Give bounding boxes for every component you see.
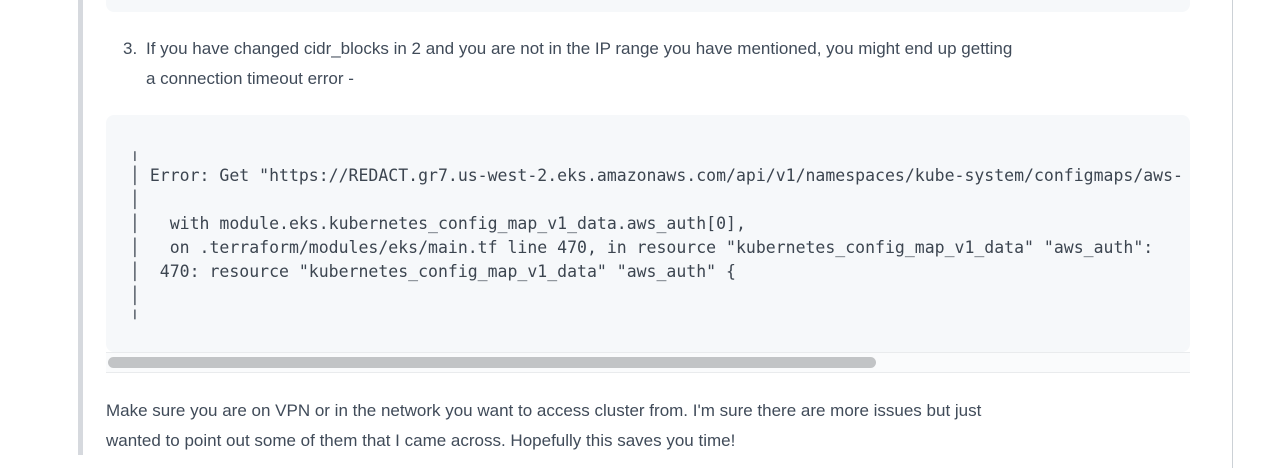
terraform-error-code-block[interactable]: ╷ │ Error: Get "https://REDACT.gr7.us-we… bbox=[106, 115, 1190, 352]
horizontal-scrollbar-track[interactable] bbox=[106, 352, 1190, 373]
closing-paragraph: Make sure you are on VPN or in the netwo… bbox=[106, 401, 982, 450]
list-item-text: If you have changed cidr_blocks in 2 and… bbox=[146, 39, 1013, 88]
ordered-list-item-3: 3. If you have changed cidr_blocks in 2 … bbox=[123, 34, 1186, 94]
previous-code-block-bottom bbox=[106, 0, 1190, 12]
left-indent-bar bbox=[78, 0, 83, 455]
right-page-divider bbox=[1232, 0, 1233, 468]
list-item-number: 3. bbox=[123, 39, 138, 58]
code-text: ╷ │ Error: Get "https://REDACT.gr7.us-we… bbox=[130, 142, 1183, 329]
horizontal-scrollbar-thumb[interactable] bbox=[108, 357, 876, 368]
